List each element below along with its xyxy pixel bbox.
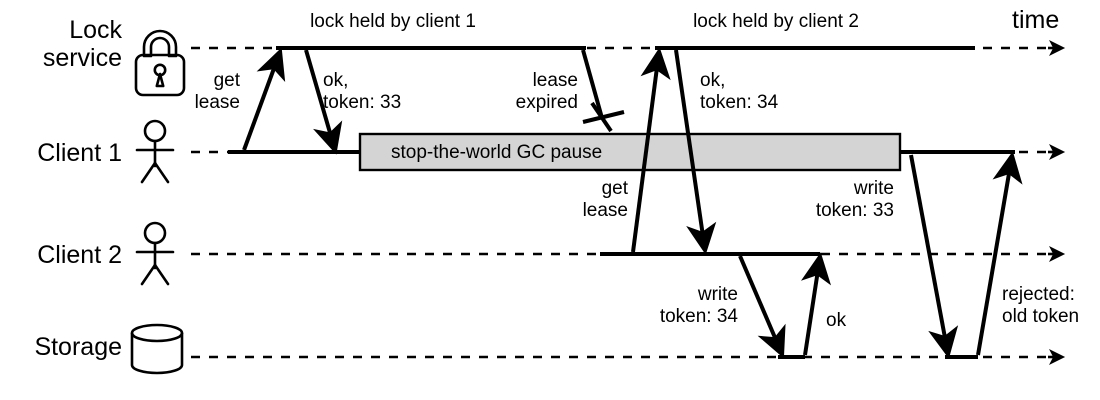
blocked-x-icon (582, 101, 625, 133)
padlock-icon (134, 29, 186, 97)
label-write-token-33: write token: 33 (762, 178, 894, 222)
label-get-lease-client1-line2: lease (194, 91, 240, 113)
label-write-token-33-line1: write (853, 178, 894, 199)
arrow-ok-token-34 (674, 49, 717, 255)
stick-figure-icon (135, 119, 175, 184)
lane-label-storage-text: Storage (34, 333, 122, 361)
label-write-token-34-line1: write (697, 284, 738, 305)
arrow-write-token-34 (738, 255, 786, 359)
arrow-ok-token-33 (304, 49, 343, 155)
lane-label-client-2-text: Client 2 (37, 241, 122, 269)
lane-label-lock-service: Lock service (0, 16, 122, 72)
label-get-lease-client2-line2: lease (582, 199, 628, 221)
label-storage-ok: ok (826, 310, 847, 331)
lane-label-lock-service-line1: Lock (69, 16, 122, 44)
lane-label-storage: Storage (0, 333, 122, 361)
label-write-token-34-line2: token: 34 (659, 305, 738, 327)
label-lease-expired-line1: lease (532, 70, 578, 91)
time-axis-label: time (1012, 6, 1060, 34)
lane-label-client-2: Client 2 (0, 241, 122, 269)
database-cylinder-icon (130, 323, 184, 375)
annotation-lock-held-client2: lock held by client 2 (693, 11, 859, 32)
label-get-lease-client2: get lease (528, 178, 628, 222)
label-rejected-old-token-line1: rejected: (1002, 284, 1075, 305)
label-ok-token-33-line1: ok, (323, 70, 349, 91)
gc-pause-box (358, 132, 902, 172)
label-ok-token-34-line2: token: 34 (700, 91, 779, 113)
label-get-lease-client1: get lease (140, 70, 240, 114)
stick-figure-icon (135, 221, 175, 286)
arrow-get-lease-client1 (242, 47, 286, 151)
lane-label-lock-service-line2: service (42, 44, 122, 72)
label-get-lease-client1-line1: get (213, 70, 240, 91)
label-ok-token-33-line2: token: 33 (323, 91, 402, 113)
label-get-lease-client2-line1: get (601, 178, 628, 199)
arrow-lease-expired (581, 49, 604, 119)
label-lease-expired-line2: expired (515, 91, 578, 113)
arrow-rejected-old-token (976, 151, 1023, 356)
lane-label-client-1-text: Client 1 (37, 139, 122, 167)
arrow-write-token-33 (909, 154, 959, 359)
annotation-lock-held-client1: lock held by client 1 (310, 11, 476, 32)
label-ok-token-33: ok, token: 33 (323, 70, 401, 114)
label-write-token-33-line2: token: 33 (815, 199, 894, 221)
arrow-get-lease-client2 (631, 47, 671, 253)
label-ok-token-34-line1: ok, (700, 70, 726, 91)
label-rejected-old-token: rejected: old token (1002, 284, 1079, 328)
label-rejected-old-token-line2: old token (1002, 305, 1080, 327)
label-lease-expired: lease expired (460, 70, 578, 114)
label-write-token-34: write token: 34 (628, 284, 738, 328)
label-gc-pause: stop-the-world GC pause (391, 142, 603, 163)
lane-label-client-1: Client 1 (0, 139, 122, 167)
arrow-storage-ok (800, 252, 832, 356)
label-ok-token-34: ok, token: 34 (700, 70, 778, 114)
